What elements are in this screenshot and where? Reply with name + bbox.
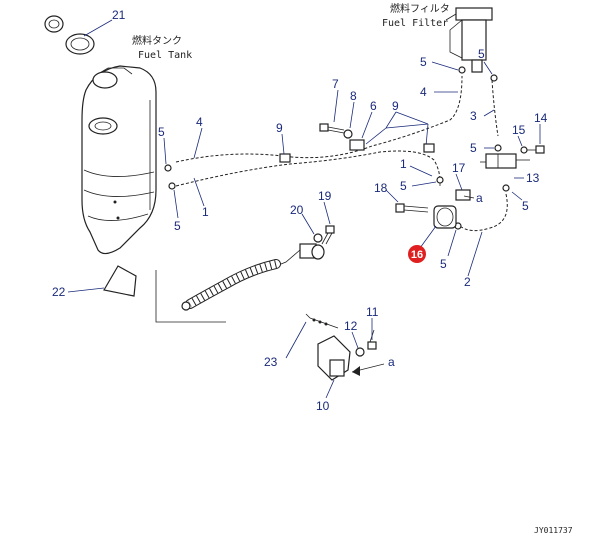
callout-20: 20 — [290, 203, 304, 217]
bolt-19-part — [321, 225, 335, 245]
callout-9-top: 9 — [392, 99, 399, 113]
fuel-tank-part — [81, 65, 157, 255]
washer-12-part — [355, 347, 365, 357]
callout-4-top: 4 — [420, 85, 427, 99]
callout-5-low: 5 — [440, 257, 447, 271]
separator-block-13 — [480, 153, 530, 169]
hose-3 — [491, 79, 499, 137]
drawing-code: JY011737 — [534, 526, 573, 535]
callout-13: 13 — [526, 171, 540, 185]
fuel-filter-label-jp: 燃料フィルタ — [390, 2, 450, 15]
fuel-tank-label-en: Fuel Tank — [138, 50, 192, 61]
washer-15-part — [520, 146, 528, 154]
callout-1-tank: 1 — [202, 205, 209, 219]
callout-5-mid: 5 — [400, 179, 407, 193]
callout-17: 17 — [452, 161, 466, 175]
callout-10: 10 — [316, 399, 330, 413]
part-16-component — [433, 205, 457, 229]
callout-11: 11 — [366, 305, 379, 319]
callout-5-top: 5 — [420, 55, 427, 69]
callout-3: 3 — [470, 109, 477, 123]
callout-7: 7 — [332, 77, 339, 91]
callout-5-far: 5 — [522, 199, 529, 213]
ref-a-bottom: a — [388, 355, 395, 369]
callout-8: 8 — [350, 89, 357, 103]
hose-2 — [459, 193, 508, 232]
fuel-tank-label-jp: 燃料タンク — [132, 34, 182, 47]
fuel-filter-part — [445, 7, 493, 73]
washer-20-part — [313, 233, 323, 243]
callout-21: 21 — [112, 8, 126, 22]
callout-5-tank-low: 5 — [174, 219, 181, 233]
callout-15: 15 — [512, 123, 526, 137]
callout-12: 12 — [344, 319, 358, 333]
fuel-cap-part — [44, 15, 95, 55]
callout-5-tank: 5 — [158, 125, 165, 139]
washer-8-part — [343, 129, 353, 139]
callout-4-tank: 4 — [196, 115, 203, 129]
clamp-6-part — [349, 139, 365, 151]
fuel-filter-label-en: Fuel Filter — [382, 18, 448, 29]
callout-18: 18 — [374, 181, 388, 195]
clamp-17-part — [455, 189, 471, 201]
bolt-18-part — [395, 203, 429, 213]
callout-9-mid: 9 — [276, 121, 283, 135]
callout-1-right: 1 — [400, 157, 407, 171]
tank-pad-part — [103, 265, 137, 297]
callout-16-highlight — [408, 245, 426, 263]
callout-2: 2 — [464, 275, 471, 289]
callout-5-right: 5 — [470, 141, 477, 155]
ref-a-top: a — [476, 191, 483, 205]
callout-19: 19 — [318, 189, 332, 203]
bolt-7-part — [319, 123, 345, 134]
fitting-part — [275, 243, 325, 267]
hose-4 — [175, 75, 463, 163]
callout-5-filter: 5 — [478, 47, 485, 61]
callout-23: 23 — [264, 355, 278, 369]
bracket-10-assembly — [305, 313, 351, 381]
callout-6: 6 — [370, 99, 377, 113]
hose-1 — [175, 150, 441, 187]
callout-16: 16 — [411, 249, 423, 261]
callout-14: 14 — [534, 111, 548, 125]
callout-22: 22 — [52, 285, 66, 299]
